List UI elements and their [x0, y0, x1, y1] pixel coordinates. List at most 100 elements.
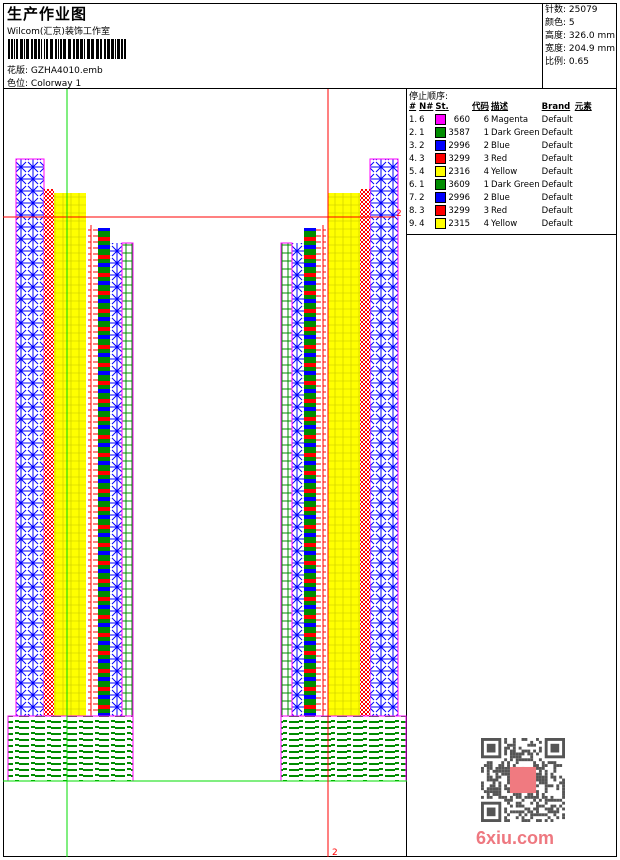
brand: Default	[541, 128, 573, 138]
page-title: 生产作业图	[7, 5, 88, 23]
color-swatch-cell	[434, 127, 447, 140]
color-swatch	[435, 218, 447, 229]
column-header: N#	[419, 102, 434, 112]
color-description: Blue	[491, 193, 510, 203]
color-swatch	[435, 205, 447, 216]
row-index: 2.	[409, 128, 418, 138]
row-index: 7.	[409, 193, 418, 203]
color-swatch-cell	[434, 192, 447, 205]
row-index: 9.	[409, 219, 418, 229]
column-header: 代码	[472, 102, 490, 112]
color-code: 3	[483, 154, 490, 164]
stitch-count: 2996	[448, 141, 471, 151]
brand: Default	[541, 206, 573, 216]
color-swatch	[435, 192, 447, 203]
company-name: Wilcom(汇京)装饰工作室	[7, 27, 110, 37]
needle-number: 1	[419, 128, 425, 138]
color-swatch	[435, 166, 447, 177]
color-swatch	[435, 179, 447, 190]
design-left-half	[7, 158, 134, 782]
color-code: 2	[483, 193, 490, 203]
stitch-count: 2315	[448, 219, 471, 229]
row-index: 3.	[409, 141, 418, 151]
stitch-count: 2996	[448, 193, 471, 203]
horizontal-guide-label: 2	[396, 209, 402, 219]
color-description: Dark Green	[491, 128, 540, 138]
scale: 比例: 0.65	[545, 57, 589, 67]
brand: Default	[541, 141, 573, 151]
needle-number: 3	[419, 154, 425, 164]
stitch-count: 3587	[448, 128, 471, 138]
brand: Default	[541, 219, 573, 229]
row-index: 6.	[409, 180, 418, 190]
stitch-count: 3609	[448, 180, 471, 190]
stitch-count: 3299	[448, 206, 471, 216]
needle-number: 3	[419, 206, 425, 216]
column-header: St.	[435, 102, 449, 112]
design-width: 宽度: 204.9 mm	[545, 44, 616, 54]
row-index: 5.	[409, 167, 418, 177]
design-file: 花版: GZHA4010.emb	[7, 63, 103, 76]
brand: Default	[541, 154, 573, 164]
brand: Default	[541, 180, 573, 190]
color-swatch	[435, 140, 447, 151]
color-swatch-cell	[434, 179, 447, 192]
needle-number: 1	[419, 180, 425, 190]
column-header: 描述	[491, 102, 509, 112]
needle-number: 4	[419, 219, 425, 229]
row-index: 8.	[409, 206, 418, 216]
color-swatch-cell	[434, 166, 447, 179]
color-code: 3	[483, 206, 490, 216]
row-index: 4.	[409, 154, 418, 164]
column-header: 元素	[574, 102, 592, 112]
needle-number: 4	[419, 167, 425, 177]
column-header: Brand	[541, 102, 571, 112]
color-code: 6	[483, 115, 490, 125]
color-swatch-cell	[434, 153, 447, 166]
color-description: Magenta	[491, 115, 529, 125]
needle-number: 2	[419, 193, 425, 203]
design-right-half	[280, 158, 407, 782]
vertical-guide-label: 2	[332, 848, 338, 857]
stop-sequence-caption: 停止顺序:	[409, 92, 449, 102]
color-swatch	[435, 127, 447, 138]
needle-number: 6	[419, 115, 425, 125]
stats-panel: 针数: 25079 颜色: 5 高度: 326.0 mm 宽度: 204.9 m…	[542, 3, 617, 88]
design-preview: 2 2	[3, 89, 407, 858]
color-code: 2	[483, 141, 490, 151]
page-frame	[3, 3, 617, 857]
header: 生产作业图 Wilcom(汇京)装饰工作室 花版: GZHA4010.emb 色…	[3, 3, 617, 89]
color-description: Yellow	[491, 219, 518, 229]
stitch-count: 2316	[448, 167, 471, 177]
colorway-value: Colorway 1	[30, 79, 82, 89]
stitch-count: 针数: 25079	[545, 5, 598, 15]
design-label: 花版:	[7, 66, 29, 76]
brand: Default	[541, 167, 573, 177]
column-header: #	[409, 102, 417, 112]
color-description: Blue	[491, 141, 510, 151]
color-code: 4	[483, 219, 490, 229]
barcode	[8, 39, 126, 59]
color-swatch-cell	[434, 205, 447, 218]
color-swatch	[435, 114, 447, 125]
color-description: Yellow	[491, 167, 518, 177]
color-swatch-cell	[434, 140, 447, 153]
color-code: 1	[483, 128, 490, 138]
design-file-value: GZHA4010.emb	[30, 66, 103, 76]
needle-number: 2	[419, 141, 425, 151]
row-index: 1.	[409, 115, 418, 125]
color-count: 颜色: 5	[545, 18, 575, 28]
color-swatch-cell	[434, 218, 447, 231]
colorway: 色位: Colorway 1	[7, 76, 81, 89]
color-code: 1	[483, 180, 490, 190]
